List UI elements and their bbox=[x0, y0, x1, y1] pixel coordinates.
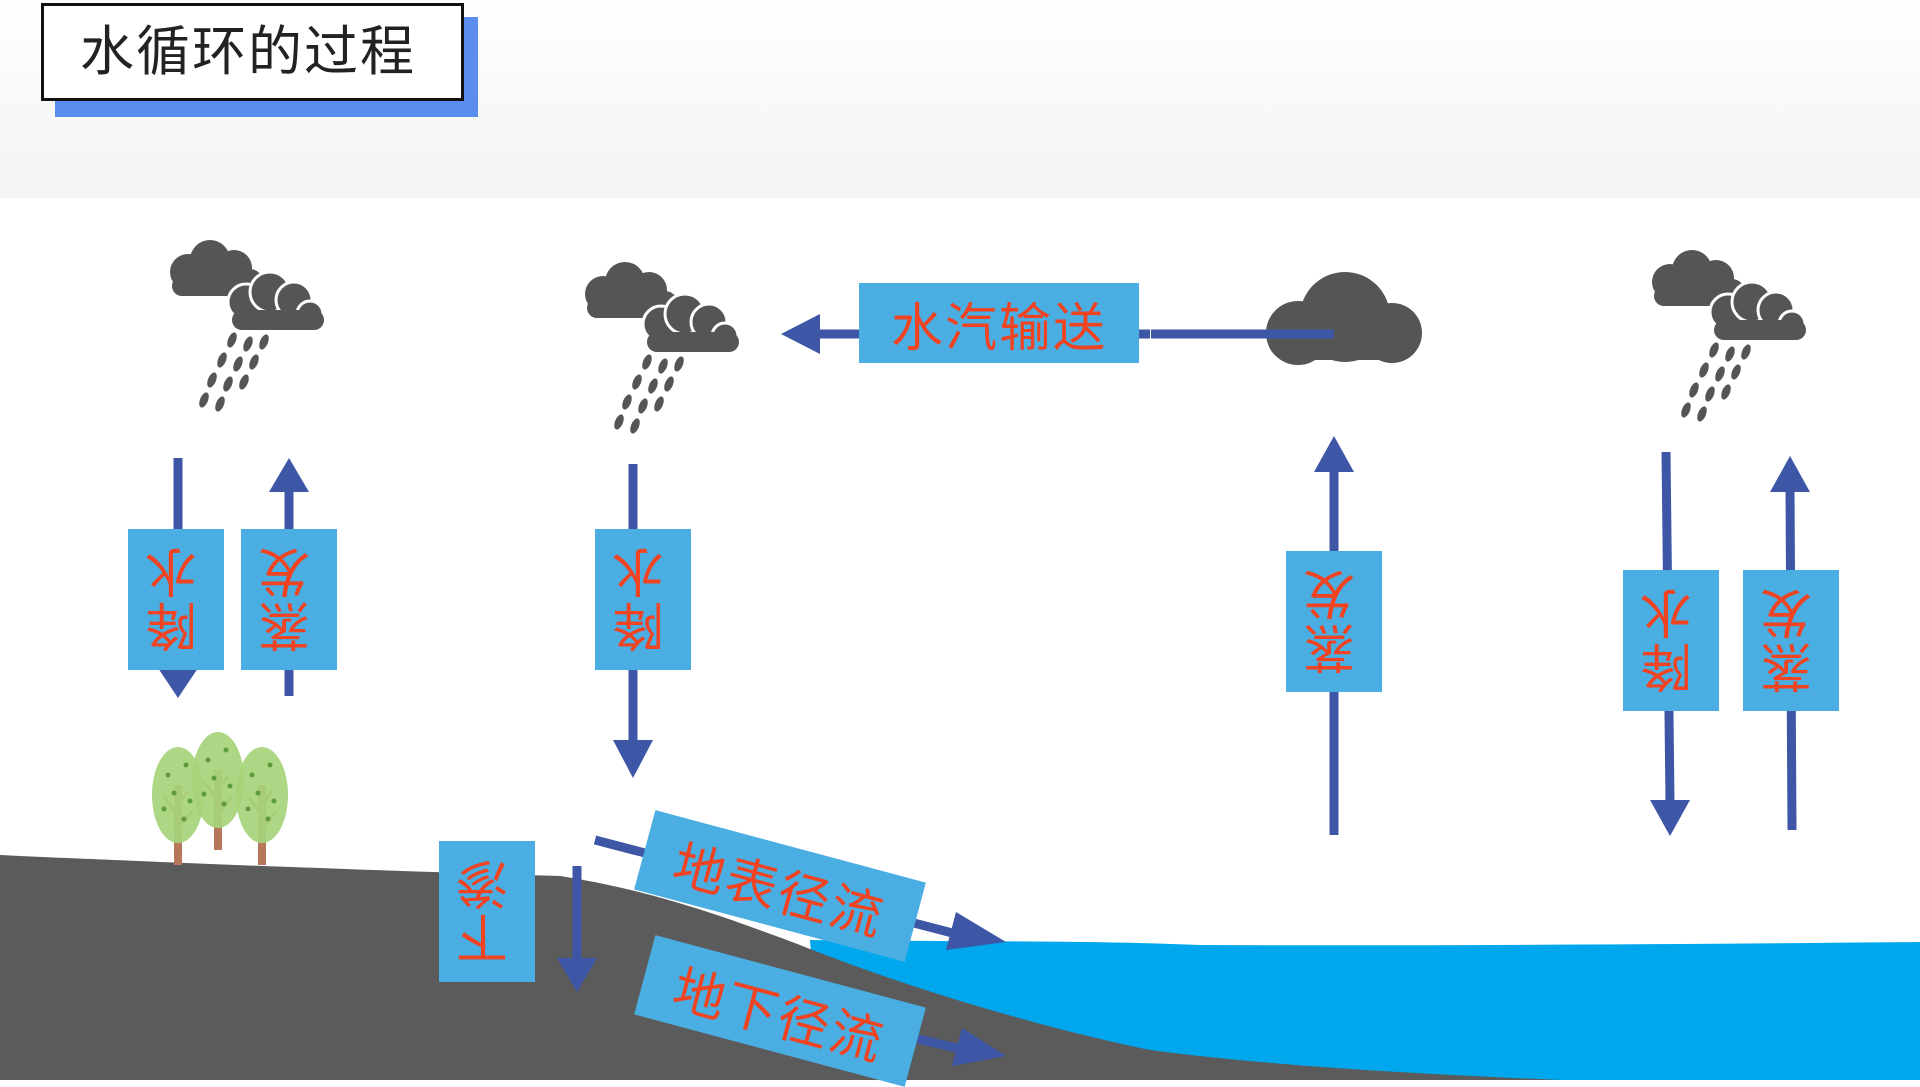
label-evaporation: 蒸发 bbox=[241, 529, 337, 670]
label-precipitation: 降水 bbox=[1623, 570, 1719, 711]
land bbox=[0, 855, 1560, 1080]
page-title: 水循环的过程 bbox=[41, 3, 464, 101]
label-evaporation: 蒸发 bbox=[1743, 570, 1839, 711]
label-precipitation: 降水 bbox=[128, 529, 224, 670]
label-vapor-transport: 水汽输送 bbox=[859, 283, 1139, 363]
label-infiltration: 下渗 bbox=[439, 841, 535, 982]
label-precipitation: 降水 bbox=[595, 529, 691, 670]
label-evaporation: 蒸发 bbox=[1286, 551, 1382, 692]
